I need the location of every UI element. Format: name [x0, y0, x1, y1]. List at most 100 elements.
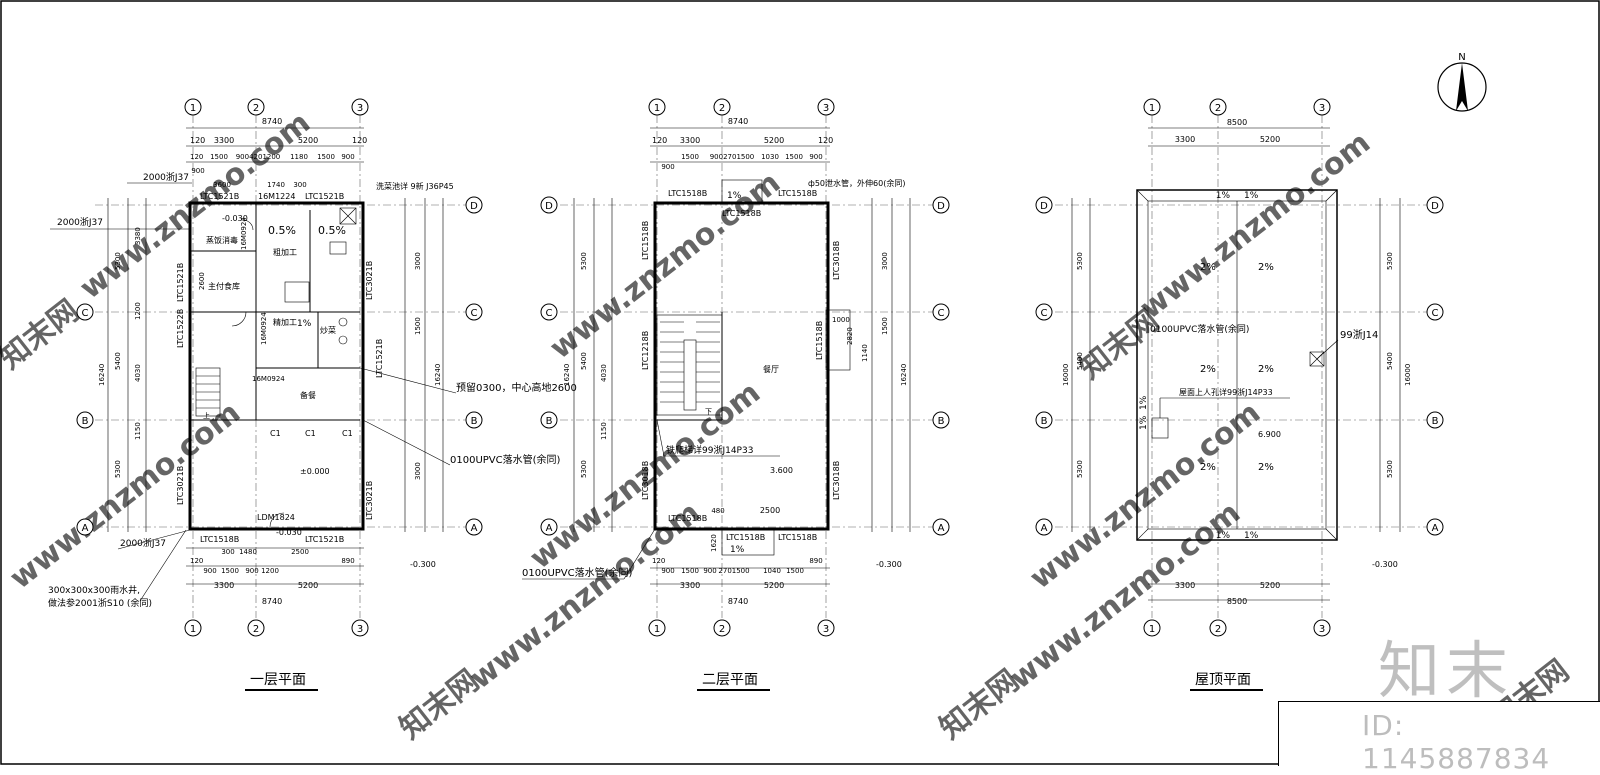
dim-text: 1500 [210, 153, 228, 161]
elevation-mark: -0.300 [410, 560, 436, 569]
dim-text: 3380 [134, 227, 142, 245]
dim-text: 2820 [846, 327, 854, 345]
dim-text: 8740 [728, 597, 748, 606]
dim-text: 5300 [114, 460, 122, 478]
svg-text:2: 2 [253, 624, 259, 635]
axis-bubble: 1 [1143, 619, 1161, 637]
dim-text: 16240 [900, 364, 908, 386]
svg-text:3: 3 [823, 103, 829, 114]
dim-text: 3300 [214, 581, 234, 590]
window-label: LTC1518B [200, 535, 239, 544]
axis-bubble: A [465, 518, 483, 536]
dim-text: 890 [809, 557, 822, 565]
window-label: LTC1518B [641, 221, 650, 260]
axis-bubble: 3 [1313, 98, 1331, 116]
svg-text:2: 2 [1215, 624, 1221, 635]
door-label: 16M0924 [252, 375, 285, 383]
axis-bubble: 2 [1209, 98, 1227, 116]
dim-text: 5200 [764, 136, 784, 145]
dim-text: 1500 [681, 567, 699, 575]
dim-text: 3300 [680, 136, 700, 145]
slope-mark: 1% [730, 545, 745, 555]
note-text: 0100UPVC落水管(余同) [1150, 323, 1249, 335]
note-text: 铁爬梯详99浙J14P33 [666, 444, 753, 456]
svg-text:2: 2 [719, 624, 725, 635]
column-label: C1 [270, 429, 281, 438]
dim-text: 1740 [267, 181, 285, 189]
axis-bubble: 2 [713, 619, 731, 637]
window-label: LTC1518B [815, 321, 824, 360]
axis-bubble: 2 [247, 98, 265, 116]
dim-text: 5200 [298, 136, 318, 145]
svg-text:2: 2 [719, 103, 725, 114]
svg-text:C: C [546, 308, 553, 319]
window-label: LTC3021B [176, 466, 185, 505]
plan-title: 屋顶平面 [1195, 672, 1251, 688]
axis-bubble: B [932, 411, 950, 429]
svg-text:A: A [471, 523, 478, 534]
dim-text: 1500 [414, 317, 422, 335]
dim-text: 8740 [262, 117, 282, 126]
note-text: 0100UPVC落水管(余同) [450, 453, 561, 466]
dim-text: 9002701500 [710, 153, 755, 161]
dim-text: 5400 [580, 352, 588, 370]
door-label: 16M0924 [240, 217, 248, 250]
dimension-lines [107, 127, 444, 585]
svg-text:3: 3 [357, 103, 363, 114]
dim-text: 5200 [764, 581, 784, 590]
svg-text:A: A [546, 523, 553, 534]
door-label: 16M1224 [258, 192, 295, 201]
first-floor-plan: 1 2 3 1 2 3 A B C A B C D 8740 120 3300 … [48, 98, 577, 691]
slope-mark: 2% [1200, 262, 1216, 273]
window-label: LTC1518B [668, 514, 707, 523]
svg-text:C: C [471, 308, 478, 319]
column-label: C1 [305, 429, 316, 438]
slope-mark: 0.5% [318, 224, 346, 237]
dim-text: 9004201200 [236, 153, 281, 161]
window-label: LTC3018B [641, 461, 650, 500]
axis-bubble: 2 [713, 98, 731, 116]
svg-text:C: C [1041, 308, 1048, 319]
dim-text: 1620 [710, 534, 718, 552]
plan-title: 一层平面 [250, 672, 306, 688]
dim-text: 300 [221, 548, 234, 556]
room-label: 餐厅 [763, 365, 779, 374]
dim-text: 5200 [1260, 135, 1280, 144]
svg-text:3: 3 [1319, 624, 1325, 635]
axis-bubble: A [76, 518, 94, 536]
svg-text:1: 1 [654, 103, 660, 114]
dim-text: 16000 [1404, 364, 1412, 386]
door-label: LDM1824 [257, 513, 295, 522]
slope-mark: 2% [1200, 462, 1216, 473]
svg-text:1: 1 [1149, 103, 1155, 114]
elevation-mark: -0.030 [222, 214, 248, 223]
dim-text: 16240 [98, 364, 106, 386]
room-label: 粗加工 [273, 247, 297, 257]
slope-mark: 2% [1200, 364, 1216, 375]
slope-mark: 1% [297, 319, 312, 329]
stair [195, 367, 221, 417]
svg-text:A: A [1432, 523, 1439, 534]
dim-text: 3000 [881, 252, 889, 270]
svg-text:1: 1 [654, 624, 660, 635]
dim-text: 890 [341, 557, 354, 565]
roof-plan: 1 2 3 1 2 3 A B C D A B C D 8500 3300 52… [1035, 98, 1444, 691]
axis-bubble: D [540, 196, 558, 214]
elevation-mark: -0.300 [876, 560, 902, 569]
svg-text:B: B [1432, 416, 1439, 427]
dimension-lines [1071, 127, 1401, 601]
room-label: 精加工 [273, 317, 297, 327]
dim-text: 1200 [134, 302, 142, 320]
dim-text: 900 [245, 567, 258, 575]
dim-text: 4030 [134, 364, 142, 382]
axis-bubble: B [1426, 411, 1444, 429]
axis-bubble: A [932, 518, 950, 536]
elevation-mark: -0.300 [1372, 560, 1398, 569]
room-label: 备餐 [300, 390, 316, 400]
axis-bubble: C [1035, 303, 1053, 321]
window-label: LTC1522B [176, 309, 185, 348]
stair-direction: 上 [203, 411, 210, 420]
svg-text:D: D [470, 201, 478, 212]
room-label: 蒸饭消毒 [206, 235, 238, 245]
dim-text: 8500 [1227, 597, 1247, 606]
